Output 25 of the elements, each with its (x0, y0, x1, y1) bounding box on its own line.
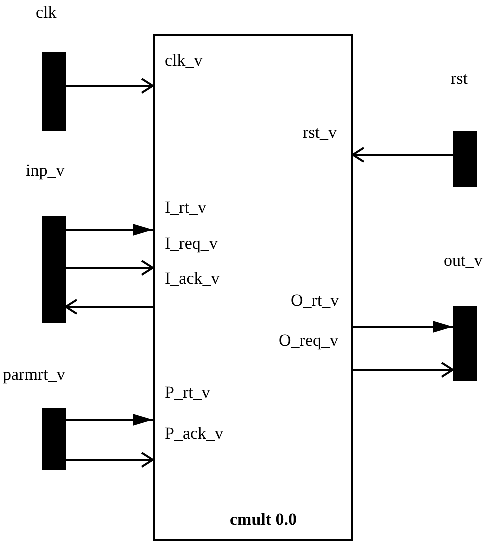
arrow (352, 147, 453, 163)
port-group-label: rst (451, 70, 468, 87)
port-group-label: parmrt_v (3, 366, 66, 383)
arrow (353, 321, 453, 333)
port-label: O_req_v (279, 332, 338, 349)
arrow (66, 260, 154, 276)
port-label: rst_v (303, 124, 337, 141)
port-group-label: inp_v (26, 162, 65, 179)
block-name: cmult 0.0 (230, 511, 298, 528)
port-label: O_rt_v (291, 292, 340, 309)
port-group-label: out_v (444, 252, 483, 269)
arrow (65, 299, 153, 315)
port-label: I_rt_v (165, 199, 207, 216)
port-label: P_rt_v (165, 384, 210, 401)
arrow (66, 452, 154, 468)
port-label: I_req_v (165, 235, 218, 252)
arrow (66, 224, 153, 236)
block-box (153, 34, 353, 541)
arrow (66, 414, 153, 426)
port-label: clk_v (165, 52, 203, 69)
arrow (66, 78, 154, 94)
arrow (353, 362, 454, 378)
port-group-label: clk (36, 4, 57, 21)
port-label: I_ack_v (165, 270, 220, 287)
port-label: P_ack_v (165, 425, 224, 442)
